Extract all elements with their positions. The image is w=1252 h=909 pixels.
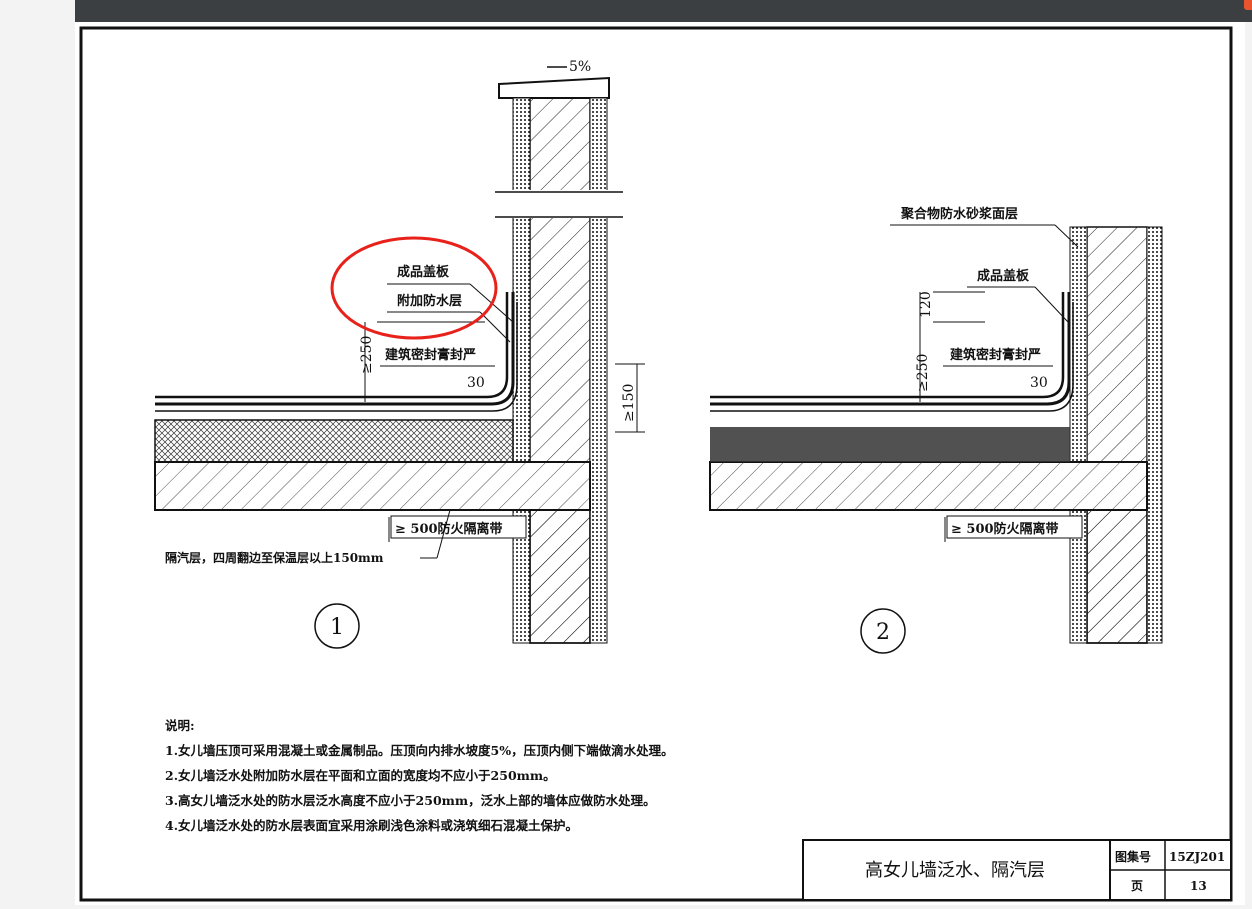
- notes: 说明: 1.女儿墙压顶可采用混凝土或金属制品。压顶向内排水坡度5%，压顶内侧下端…: [165, 718, 674, 833]
- dim-250-1: ≥250: [359, 336, 375, 374]
- drawing-canvas: 5% ≥250 30 ≥150 成品盖板 附加防水层 建筑密封膏封严 ≥ 500…: [79, 26, 1233, 902]
- page-value: 13: [1190, 879, 1207, 893]
- detail-2-circle: [860, 608, 906, 654]
- note-1: 1.女儿墙压顶可采用混凝土或金属制品。压顶向内排水坡度5%，压顶内侧下端做滴水处…: [165, 743, 674, 758]
- wall-render-2: [1069, 226, 1088, 644]
- vapor-barrier-label: 隔汽层，四周翻边至保温层以上150mm: [165, 550, 384, 565]
- note-3: 3.高女儿墙泛水处的防水层泛水高度不应小于250mm，泛水上部的墙体应做防水处理…: [165, 793, 656, 808]
- detail-1: 5% ≥250 30 ≥150 成品盖板 附加防水层 建筑密封膏封严 ≥ 500…: [154, 59, 645, 649]
- left-pane: [0, 0, 75, 905]
- atlas-value: 15ZJ201: [1169, 850, 1225, 864]
- dim-30-2: 30: [1030, 375, 1048, 391]
- drawing-sheet: 5% ≥250 30 ≥150 成品盖板 附加防水层 建筑密封膏封严 ≥ 500…: [75, 22, 1245, 905]
- dim-30-1: 30: [467, 375, 485, 391]
- atlas-label: 图集号: [1115, 849, 1151, 864]
- sheet-border: [79, 26, 1233, 902]
- slope-label-1: 5%: [569, 59, 591, 75]
- insulation-1: [154, 419, 514, 463]
- fire-band-1: ≥ 500防火隔离带: [395, 521, 503, 537]
- viewer-toolbar: [75, 0, 1252, 22]
- insulation-2: [710, 427, 1070, 462]
- highlight-ellipse: [330, 236, 498, 340]
- drawing-title: 高女儿墙泛水、隔汽层: [865, 860, 1045, 881]
- coping-cap-1: [498, 76, 610, 99]
- fire-band-2: ≥ 500防火隔离带: [951, 521, 1059, 537]
- detail-1-number: 1: [330, 615, 344, 640]
- note-2: 2.女儿墙泛水处附加防水层在平面和立面的宽度均不应小于250mm。: [165, 768, 556, 783]
- label-cover-2: 成品盖板: [977, 268, 1030, 284]
- viewer-corner-button[interactable]: [1244, 0, 1252, 10]
- label-sealant-1: 建筑密封膏封严: [385, 347, 476, 363]
- label-extra-waterproof-1: 附加防水层: [397, 293, 462, 309]
- label-mortar-2: 聚合物防水砂浆面层: [900, 206, 1018, 222]
- page-label: 页: [1131, 879, 1143, 893]
- detail-2: 聚合物防水砂浆面层 成品盖板 建筑密封膏封严 120 ≥250 30 ≥ 500…: [709, 206, 1163, 654]
- title-block: 高女儿墙泛水、隔汽层 图集号 15ZJ201 页 13: [802, 839, 1232, 901]
- dim-250-2: ≥250: [915, 354, 931, 392]
- notes-heading: 说明:: [165, 718, 195, 733]
- wall-render-outer-1: [589, 97, 608, 644]
- dim-150-1: ≥150: [621, 384, 637, 422]
- dim-120-2: 120: [918, 291, 934, 318]
- detail-2-number: 2: [876, 620, 890, 645]
- label-sealant-2: 建筑密封膏封严: [950, 347, 1041, 363]
- label-cover-1: 成品盖板: [397, 264, 450, 280]
- detail-1-circle: [314, 603, 360, 649]
- wall-render-1: [512, 97, 531, 644]
- note-4: 4.女儿墙泛水处的防水层表面宜采用涂刷浅色涂料或浇筑细石混凝土保护。: [165, 818, 578, 833]
